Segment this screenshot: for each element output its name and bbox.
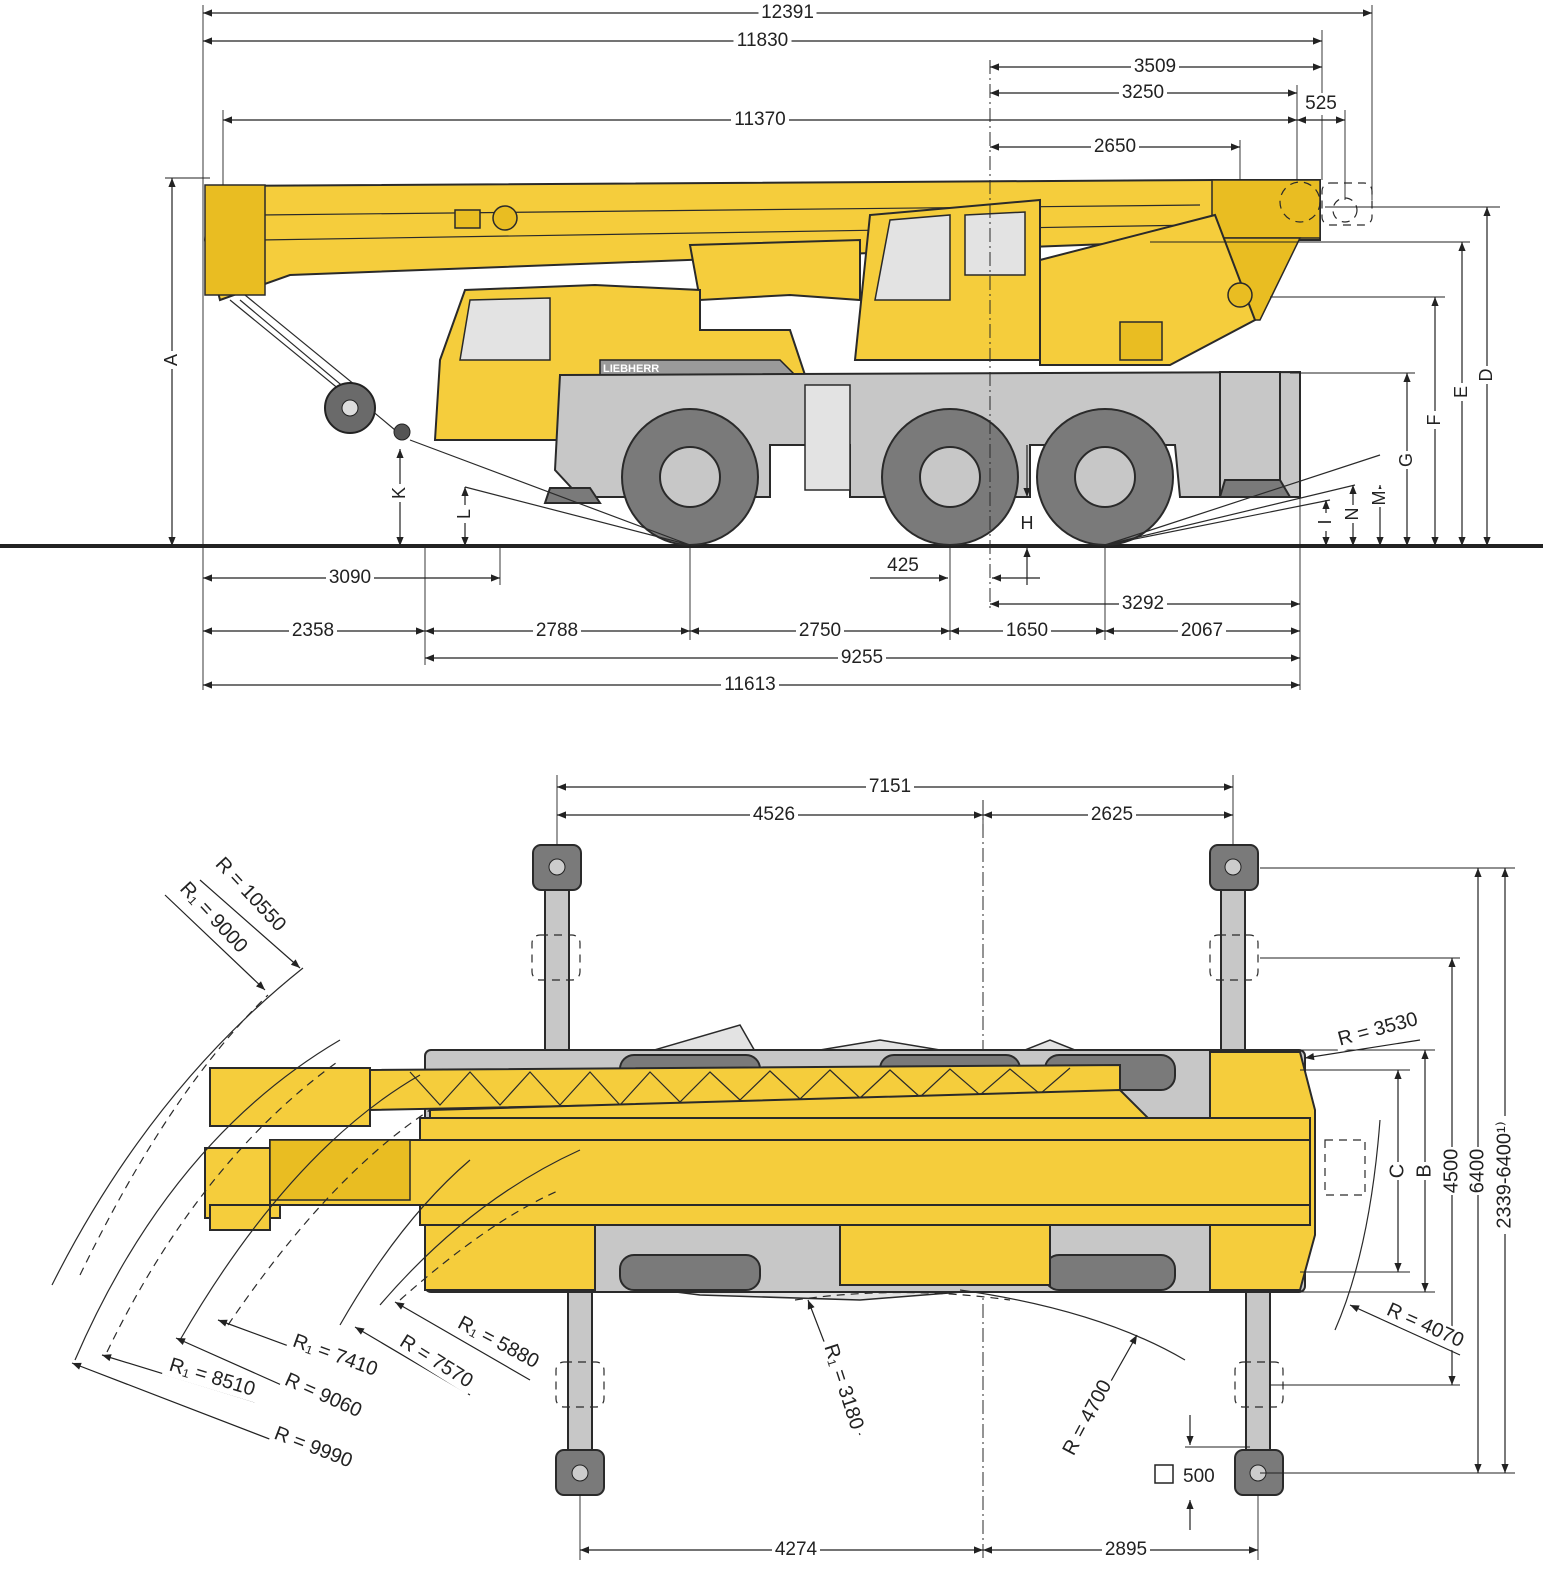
dimension-letter: L <box>454 509 474 519</box>
dimension-letter: 2339-6400¹⁾ <box>1493 1121 1515 1228</box>
superstructure <box>688 198 1257 366</box>
dimension-letter: H <box>1021 513 1034 533</box>
dimension-label: 3250 <box>1122 82 1164 103</box>
approach-angle-lines <box>409 439 1381 546</box>
dimension-label: 525 <box>1305 93 1337 114</box>
dimension-label: 2067 <box>1181 620 1223 641</box>
dimension-label: 7151 <box>869 776 911 797</box>
dimension-label: 11613 <box>724 674 775 695</box>
radius-leader <box>1304 1039 1421 1061</box>
dimension-label: 2750 <box>799 620 841 641</box>
radius-label: R = 3530 <box>1335 1008 1420 1050</box>
radius-label: R = 9060 <box>281 1369 365 1422</box>
wheels <box>621 408 1174 546</box>
radius-label: R = 4700 <box>1058 1376 1116 1458</box>
dimension-label: 2788 <box>536 620 578 641</box>
dimension-letter: C <box>1386 1164 1408 1178</box>
lattice-jib <box>209 1063 1153 1127</box>
brand-logo-text: LIEBHERR <box>603 363 659 375</box>
dimension-label: 4274 <box>775 1539 818 1560</box>
dimension-letter: N <box>1342 508 1362 521</box>
radius-label: R₁ = 3180 <box>820 1341 868 1432</box>
radius-label: R = 9990 <box>271 1422 355 1472</box>
dimension-label: 2895 <box>1105 1539 1147 1560</box>
swing-radius-arcs <box>51 967 1381 1361</box>
radius-leader <box>199 879 301 969</box>
dimension-label: 2650 <box>1094 136 1136 157</box>
dimension-letter: I <box>1315 519 1335 524</box>
dimension-label: 3509 <box>1134 56 1176 77</box>
dimension-letter: 6400 <box>1466 1149 1488 1194</box>
dimension-label: 12391 <box>761 2 814 23</box>
dimension-label: 2358 <box>292 620 334 641</box>
dimension-letter: 4500 <box>1440 1149 1462 1194</box>
dimension-label: 9255 <box>841 647 883 668</box>
dimension-letter: M <box>1369 491 1389 506</box>
dimension-letter: E <box>1451 386 1471 398</box>
radius-label: R₁ = 7410 <box>290 1330 381 1381</box>
radius-label: R₁ = 8510 <box>167 1354 258 1401</box>
dimension-label: 2625 <box>1091 804 1133 825</box>
pad-size-label: 500 <box>1183 1466 1215 1487</box>
dimension-letter: B <box>1413 1164 1435 1177</box>
dimension-label: 11830 <box>737 30 788 51</box>
pad-size-symbol <box>1154 1464 1174 1484</box>
dimension-label: 1650 <box>1006 620 1048 641</box>
radius-leader <box>1349 1304 1461 1356</box>
dimension-letter: G <box>1396 453 1416 467</box>
dimension-label: 11370 <box>734 109 785 130</box>
radius-leader <box>394 1301 531 1381</box>
carrier-cab: LIEBHERR <box>433 283 807 441</box>
dimension-letter: D <box>1476 369 1496 382</box>
radius-label: R = 7570 <box>396 1330 477 1392</box>
dimension-letter: K <box>389 487 409 499</box>
outriggers <box>531 844 1284 1496</box>
radius-leader <box>164 894 266 991</box>
hook-block <box>229 294 411 441</box>
dimension-label: 425 <box>887 555 919 576</box>
dimension-label: 3090 <box>329 567 371 588</box>
dimension-label: 3292 <box>1122 593 1164 614</box>
telescopic-boom <box>203 179 1373 321</box>
dimension-label: 4526 <box>753 804 795 825</box>
main-boom-top <box>204 1117 1366 1231</box>
dimension-letter: F <box>1424 415 1444 426</box>
radius-label: R₁ = 5880 <box>454 1312 542 1373</box>
side-dimensions: 12391 11830 3509 3250 525 11370 2650 3090 425 329… <box>161 2 1500 696</box>
dimension-letter: A <box>161 354 181 366</box>
